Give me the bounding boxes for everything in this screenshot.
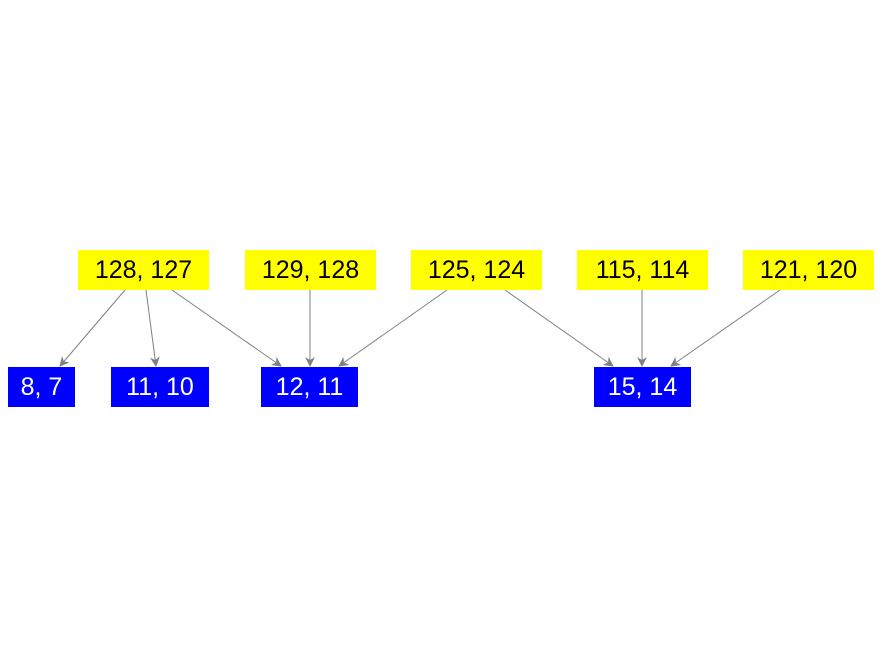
- target-node: 8, 7: [8, 367, 75, 407]
- edge-121-120-to-15-14: [670, 289, 781, 367]
- edge-128-127-to-8-7: [59, 289, 126, 367]
- edge-125-124-to-12-11: [338, 289, 448, 367]
- source-node: 129, 128: [245, 250, 376, 290]
- target-node: 15, 14: [594, 367, 691, 407]
- source-node: 125, 124: [411, 250, 542, 290]
- target-node: 12, 11: [261, 367, 358, 407]
- edge-128-127-to-11-10: [145, 289, 160, 367]
- source-node: 128, 127: [78, 250, 209, 290]
- source-node: 115, 114: [577, 250, 708, 290]
- edge-125-124-to-15-14: [504, 289, 614, 367]
- edge-128-127-to-12-11: [171, 289, 282, 367]
- source-node: 121, 120: [743, 250, 874, 290]
- target-node: 11, 10: [111, 367, 209, 407]
